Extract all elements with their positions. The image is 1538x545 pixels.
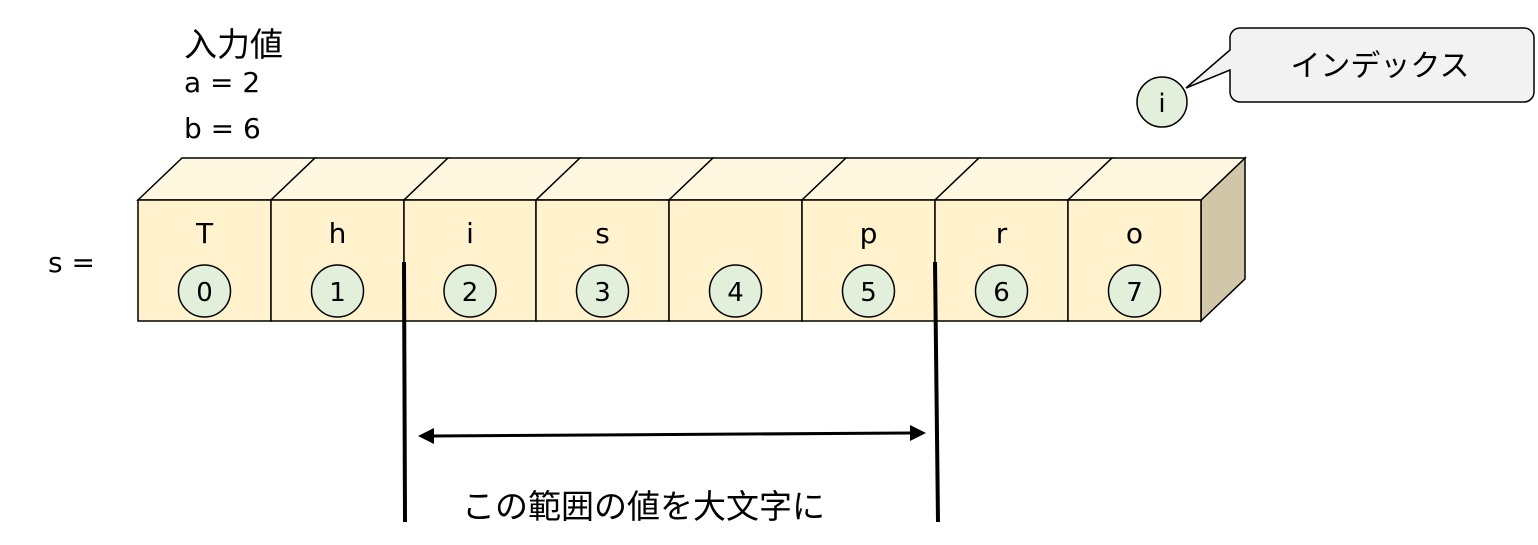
index-number: 1 bbox=[329, 278, 346, 308]
index-circle bbox=[575, 264, 630, 318]
array-cell: r6 bbox=[933, 157, 1114, 322]
array-cell: 4 bbox=[667, 157, 848, 322]
index-circle bbox=[974, 264, 1029, 318]
input-b-value: b = 6 bbox=[184, 112, 261, 145]
index-circle bbox=[177, 264, 232, 318]
cell-character: i bbox=[466, 217, 474, 250]
index-circle bbox=[708, 264, 763, 318]
range-caption: この範囲の値を大文字に bbox=[462, 487, 825, 526]
index-circle bbox=[841, 264, 896, 318]
input-title: 入力値 bbox=[184, 25, 283, 64]
index-number: 7 bbox=[1126, 278, 1143, 308]
index-number: 5 bbox=[860, 278, 877, 308]
callout-box bbox=[1185, 27, 1535, 103]
range-arrow-left-head bbox=[418, 428, 434, 444]
index-circle bbox=[1107, 264, 1162, 318]
cell-front-face bbox=[535, 199, 670, 322]
index-number: 4 bbox=[727, 278, 744, 308]
array-cell: T0 bbox=[136, 157, 317, 322]
legend-index-circle bbox=[1136, 76, 1188, 128]
range-arrow bbox=[431, 431, 913, 438]
index-number: 2 bbox=[462, 278, 479, 308]
cell-character: o bbox=[1126, 217, 1143, 250]
legend-index-symbol: i bbox=[1158, 89, 1165, 119]
index-circle bbox=[310, 264, 365, 318]
index-legend: インデックス i bbox=[1136, 27, 1535, 128]
array-cell: i2 bbox=[402, 157, 582, 322]
array-cell: o7 bbox=[1066, 157, 1247, 322]
range-start-line bbox=[402, 261, 407, 523]
cell-character: h bbox=[329, 217, 347, 250]
array-cell: s3 bbox=[534, 157, 715, 322]
array-cell: h1 bbox=[269, 157, 450, 322]
index-circle bbox=[443, 264, 497, 318]
legend-label: インデックス bbox=[1290, 49, 1469, 84]
cell-character: T bbox=[195, 217, 214, 250]
cell-character: p bbox=[860, 217, 878, 250]
index-number: 3 bbox=[594, 278, 611, 308]
input-a-value: a = 2 bbox=[184, 66, 261, 99]
range-end-line bbox=[933, 261, 940, 523]
cell-character: s bbox=[595, 217, 610, 250]
array-cell: p5 bbox=[800, 157, 981, 322]
cell-character: r bbox=[996, 217, 1008, 250]
index-number: 0 bbox=[196, 278, 213, 308]
string-variable-label: s = bbox=[48, 246, 95, 279]
range-markers bbox=[402, 261, 940, 523]
range-arrow-right-head bbox=[910, 425, 926, 441]
index-number: 6 bbox=[993, 278, 1010, 308]
